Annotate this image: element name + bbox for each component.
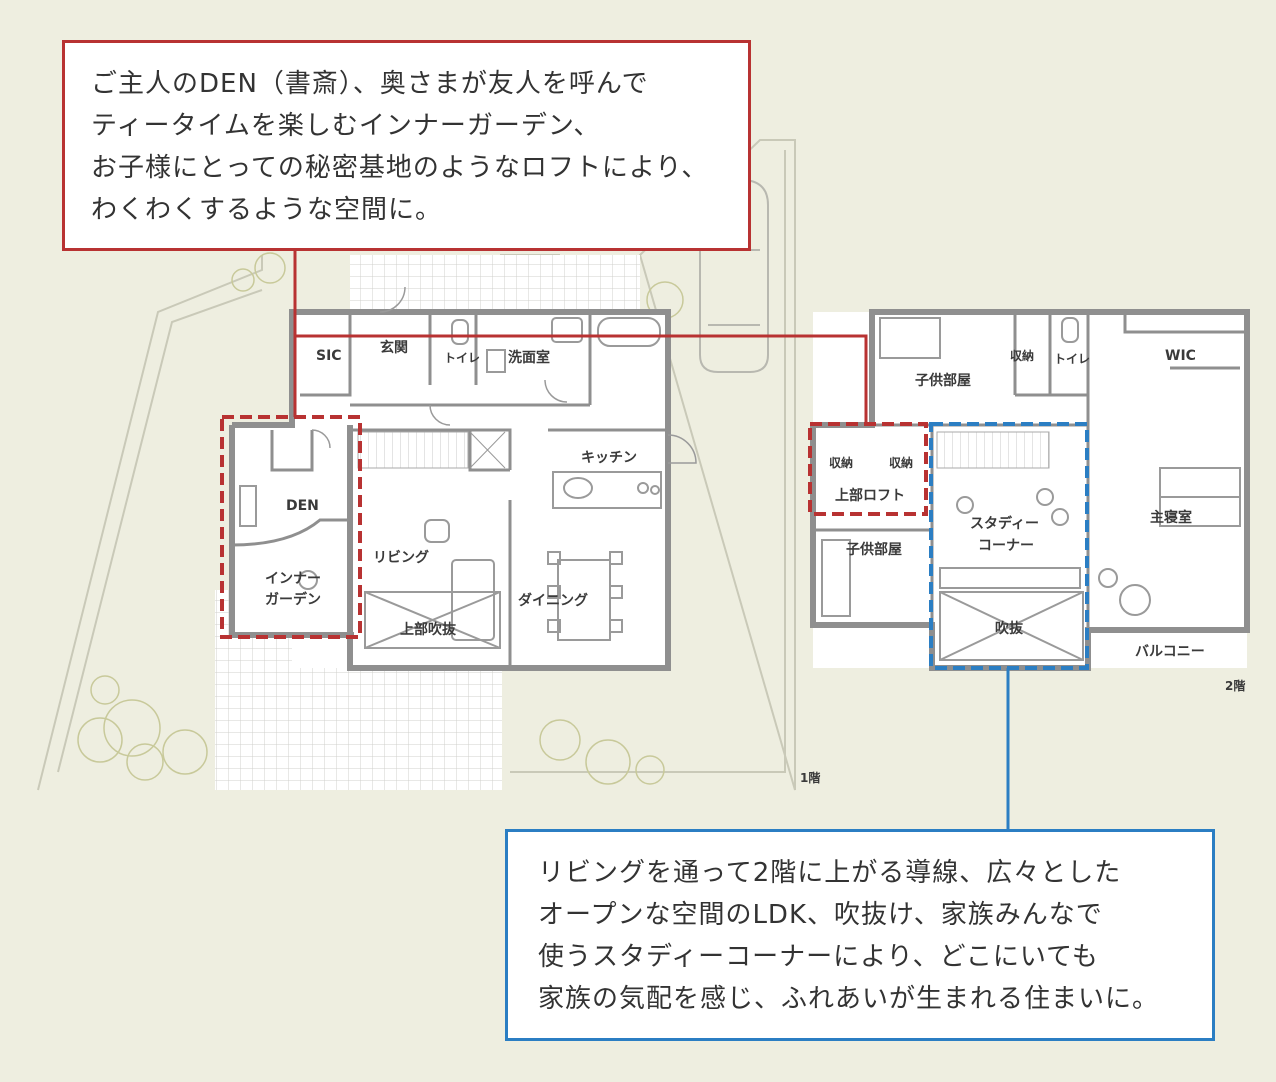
callout-line: ご主人のDEN（書斎）、奥さまが友人を呼んで (91, 69, 649, 99)
room-label-master-bedroom: 主寝室 (1150, 509, 1192, 526)
room-label-study-corner-1: スタディー (970, 515, 1039, 532)
floor2-plan: 子供部屋 収納 トイレ WIC 収納 収納 上部ロフト 子供部屋 スタディー コ… (810, 309, 1250, 693)
room-label-upper-loft: 上部ロフト (835, 487, 905, 504)
loft-highlight (808, 422, 928, 516)
floor1-label: 1階 (800, 770, 820, 785)
red-connector-line (293, 250, 868, 424)
room-label-toilet-2f: トイレ (1054, 352, 1090, 366)
callout-line: わくわくするような空間に。 (91, 195, 443, 225)
room-label-washroom: 洗面室 (508, 349, 550, 366)
room-label-inner-garden-2: ガーデン (265, 591, 321, 608)
room-label-upper-void: 上部吹抜 (400, 621, 457, 638)
room-label-entrance: 玄関 (380, 339, 408, 356)
room-label-storage-2f: 収納 (1010, 348, 1034, 363)
room-label-kids-room-top: 子供部屋 (915, 372, 971, 389)
callout-line: お子様にとっての秘密基地のようなロフトにより、 (91, 153, 709, 183)
room-label-living: リビング (373, 549, 429, 566)
room-label-dining: ダイニング (518, 592, 588, 609)
callout-line: リビングを通って2階に上がる導線、広々とした (538, 858, 1122, 888)
room-label-balcony: バルコニー (1135, 644, 1205, 660)
room-label-loft-storage-2: 収納 (889, 455, 913, 470)
room-label-wic: WIC (1165, 348, 1196, 364)
room-label-study-corner-2: コーナー (978, 538, 1034, 554)
callout-line: オープンな空間のLDK、吹抜け、家族みんなで (538, 900, 1103, 930)
room-label-void: 吹抜 (995, 620, 1024, 637)
floor2-label: 2階 (1225, 678, 1245, 693)
room-label-toilet-1f: トイレ (444, 351, 480, 365)
room-label-inner-garden-1: インナー (265, 571, 321, 587)
room-label-kids-room-bottom: 子供部屋 (846, 541, 902, 558)
callout-line: 使うスタディーコーナーにより、どこにいても (538, 942, 1099, 972)
den-garden-loft-callout: ご主人のDEN（書斎）、奥さまが友人を呼んで ティータイムを楽しむインナーガーデ… (62, 40, 751, 251)
living-study-callout: リビングを通って2階に上がる導線、広々とした オープンな空間のLDK、吹抜け、家… (505, 829, 1215, 1041)
room-label-sic: SIC (316, 348, 342, 364)
den-garden-highlight (220, 415, 362, 639)
room-label-loft-storage-1: 収納 (829, 455, 853, 470)
room-label-den: DEN (286, 498, 319, 514)
floor1-plan: SIC 玄関 トイレ 洗面室 キッチン DEN インナー ガーデン リビング ダ… (229, 286, 820, 785)
room-label-kitchen: キッチン (581, 450, 637, 466)
callout-line: ティータイムを楽しむインナーガーデン、 (91, 111, 601, 141)
callout-line: 家族の気配を感じ、ふれあいが生まれる住まいに。 (538, 984, 1160, 1014)
